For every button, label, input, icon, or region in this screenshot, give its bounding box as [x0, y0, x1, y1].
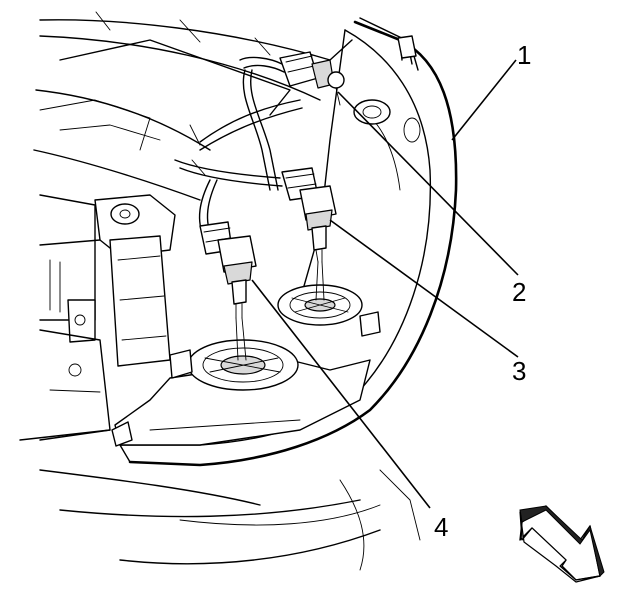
- callout-2-leader: [337, 91, 519, 276]
- callout-4-label: 4: [434, 512, 448, 542]
- low-beam-socket-opening: [187, 339, 299, 391]
- high-beam-bulb-connector: [281, 167, 337, 301]
- low-beam-bulb-connector: [199, 221, 257, 361]
- headlamp-housing: [111, 17, 458, 467]
- side-marker-socket: [353, 99, 391, 125]
- callout-1-label: 1: [517, 40, 531, 70]
- callout-leaders: [251, 59, 519, 509]
- callout-4-leader: [251, 279, 431, 509]
- callout-2-label: 2: [512, 277, 526, 307]
- wiring-harness: [174, 56, 303, 241]
- housing-bracket-right: [359, 311, 381, 337]
- callout-1-leader: [451, 59, 517, 141]
- callout-3-label: 3: [512, 356, 526, 386]
- housing-bracket-left: [169, 349, 193, 379]
- callout-3-leader: [329, 219, 519, 358]
- vehicle-body-structure: [19, 11, 421, 571]
- side-marker-bulb-connector: [279, 51, 345, 106]
- front-direction-arrow-icon: [519, 505, 605, 583]
- high-beam-socket-opening: [277, 284, 363, 326]
